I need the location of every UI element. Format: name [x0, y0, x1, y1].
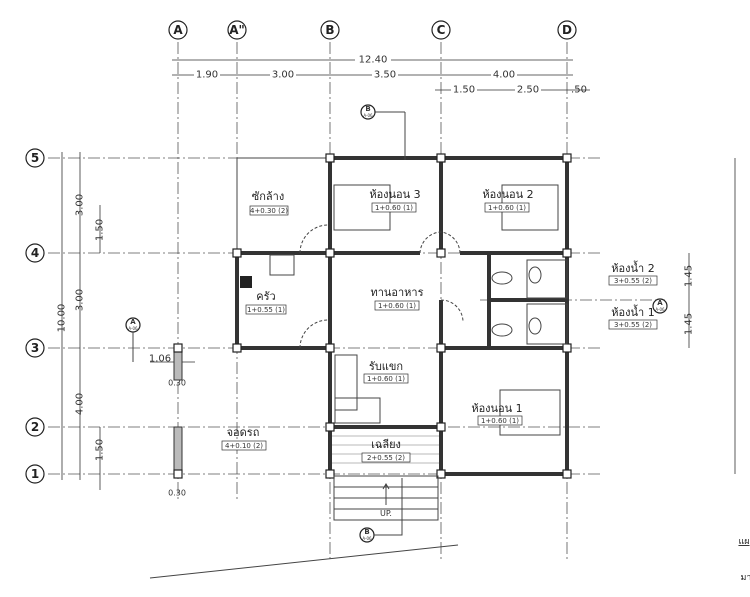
room-bedroom-1: ห้องนอน 1 1+0.60 (1) [471, 402, 523, 426]
svg-text:A-06: A-06 [128, 326, 138, 331]
carport-dimensions: 1.06 0.30 0.30 [149, 354, 195, 498]
svg-text:1.50: 1.50 [453, 85, 475, 96]
room-bedroom-3: ห้องนอน 3 1+0.60 (1) [369, 188, 421, 213]
svg-text:A: A [657, 299, 663, 307]
shower-2 [526, 259, 568, 299]
room-carport: จอดรถ 4+0.10 (2) [221, 426, 267, 451]
column-axis-bubbles: A A" B C D [168, 20, 577, 40]
svg-text:5: 5 [31, 151, 39, 165]
svg-text:1+0.60 (1): 1+0.60 (1) [488, 204, 526, 212]
svg-text:3.50: 3.50 [374, 70, 396, 81]
svg-text:10.00: 10.00 [57, 304, 68, 333]
svg-text:A-06: A-06 [655, 307, 665, 312]
svg-text:1+0.60 (1): 1+0.60 (1) [378, 302, 416, 310]
svg-text:1.45: 1.45 [684, 313, 695, 335]
grid-lines [48, 42, 665, 560]
structural-columns [173, 153, 572, 479]
svg-text:ห้องน้ำ 1: ห้องน้ำ 1 [611, 304, 654, 319]
right-dimensions: 1.45 1.45 [684, 158, 736, 474]
room-laundry: ซักล้าง 4+0.30 (2) [249, 190, 289, 216]
room-bathroom-1: ห้องน้ำ 1 3+0.55 (2) [608, 304, 658, 330]
svg-text:A": A" [229, 23, 245, 37]
svg-text:1+0.60 (1): 1+0.60 (1) [481, 417, 519, 425]
svg-text:1.50: 1.50 [95, 219, 106, 241]
room-bedroom-2: ห้องนอน 2 1+0.60 (1) [482, 188, 534, 213]
svg-text:B: B [325, 23, 334, 37]
svg-text:ห้องนอน 2: ห้องนอน 2 [482, 188, 533, 201]
room-veranda: เฉลียง 2+0.55 (2) [361, 438, 411, 463]
svg-text:4.00: 4.00 [75, 393, 86, 415]
svg-text:1+0.55 (1): 1+0.55 (1) [247, 306, 285, 314]
svg-text:12.40: 12.40 [359, 55, 388, 66]
svg-text:.50: .50 [571, 85, 587, 96]
sofa-section [334, 397, 381, 424]
row-axis-bubbles: 5 4 3 2 1 [25, 148, 45, 484]
svg-text:1.45: 1.45 [684, 265, 695, 287]
svg-text:เฉลียง: เฉลียง [371, 438, 401, 451]
svg-text:2.50: 2.50 [517, 85, 539, 96]
svg-text:0.30: 0.30 [168, 379, 186, 388]
svg-text:3.00: 3.00 [272, 70, 294, 81]
svg-text:A: A [173, 23, 183, 37]
svg-text:4+0.10 (2): 4+0.10 (2) [225, 442, 263, 450]
svg-text:4+0.30 (2): 4+0.30 (2) [250, 207, 288, 215]
svg-text:3+0.55 (2): 3+0.55 (2) [614, 277, 652, 285]
svg-text:A-06: A-06 [362, 536, 372, 541]
svg-text:2+0.55 (2): 2+0.55 (2) [367, 454, 405, 462]
svg-text:A: A [130, 318, 136, 326]
svg-text:1+0.60 (1): 1+0.60 (1) [375, 204, 413, 212]
svg-text:A-06: A-06 [363, 113, 373, 118]
room-living: รับแขก 1+0.60 (1) [363, 360, 409, 384]
bed-bedroom-1 [499, 389, 561, 436]
svg-text:3: 3 [31, 341, 39, 355]
room-labels: ซักล้าง 4+0.30 (2) ห้องนอน 3 1+0.60 (1) ห้… [221, 188, 658, 463]
svg-text:ครัว: ครัว [256, 290, 275, 303]
sofa [334, 354, 358, 411]
svg-text:4.00: 4.00 [493, 70, 515, 81]
svg-text:ห้องนอน 1: ห้องนอน 1 [471, 402, 522, 415]
svg-text:3+0.55 (2): 3+0.55 (2) [614, 321, 652, 329]
svg-text:1.50: 1.50 [95, 439, 106, 461]
svg-text:1+0.60 (1): 1+0.60 (1) [367, 375, 405, 383]
svg-text:2: 2 [31, 420, 39, 434]
svg-text:1.06: 1.06 [149, 354, 171, 365]
svg-text:แผ: แผ [738, 537, 749, 547]
room-bathroom-2: ห้องน้ำ 2 3+0.55 (2) [608, 260, 658, 286]
site-boundary [149, 544, 459, 579]
svg-text:4: 4 [31, 246, 39, 260]
svg-text:B: B [364, 528, 369, 536]
svg-text:C: C [437, 23, 446, 37]
svg-text:D: D [562, 23, 572, 37]
stair-up-label: UP. [380, 509, 392, 518]
svg-text:ซักล้าง: ซักล้าง [252, 190, 284, 203]
svg-text:1.90: 1.90 [196, 70, 218, 81]
sink [240, 276, 252, 288]
veranda-stairs: UP. [149, 435, 459, 579]
svg-text:3.00: 3.00 [75, 289, 86, 311]
svg-text:ห้องนอน 3: ห้องนอน 3 [369, 188, 420, 201]
svg-text:3.00: 3.00 [75, 194, 86, 216]
svg-text:ห้องน้ำ 2: ห้องน้ำ 2 [611, 260, 654, 275]
svg-text:รับแขก: รับแขก [369, 360, 403, 373]
svg-text:0.30: 0.30 [168, 489, 186, 498]
svg-text:1: 1 [31, 467, 39, 481]
svg-text:มา: มา [741, 573, 750, 583]
room-dining: ทานอาหาร 1+0.60 (1) [370, 286, 424, 311]
shower-1 [526, 303, 568, 345]
edge-text: แผ มา [738, 537, 750, 583]
svg-text:จอดรถ: จอดรถ [227, 426, 260, 439]
stove [269, 254, 295, 276]
door-swings [299, 224, 464, 349]
svg-text:B: B [365, 105, 370, 113]
left-dimensions: 10.00 3.00 3.00 4.00 1.50 1.50 [57, 152, 106, 490]
section-markers: BA-06 AA-06 AA-06 BA-06 [125, 104, 668, 543]
room-kitchen: ครัว 1+0.55 (1) [245, 290, 287, 315]
svg-text:ทานอาหาร: ทานอาหาร [370, 286, 423, 299]
top-dimensions: 12.40 1.90 3.00 3.50 4.00 1.50 2.50 .50 [172, 54, 590, 96]
